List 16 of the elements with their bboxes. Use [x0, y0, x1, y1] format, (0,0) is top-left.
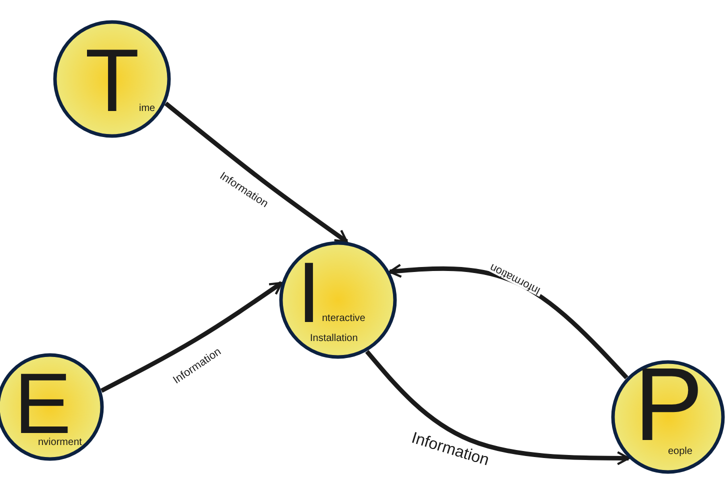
initial-letter: T [85, 48, 140, 114]
initial-letter: I [297, 262, 321, 326]
initial-letter: P [634, 367, 704, 444]
node-label: ime [139, 104, 156, 114]
letter-circle [611, 360, 725, 474]
curved-arrow [365, 350, 630, 466]
curved-arrow [100, 281, 283, 393]
letter-circle [53, 20, 171, 138]
initial-letter: E [14, 373, 72, 437]
curved-arrow [388, 264, 628, 380]
letter-circle [279, 241, 397, 359]
node-label: nteractive [322, 314, 366, 324]
node-label: Installation [310, 334, 358, 344]
curved-arrow [164, 102, 348, 244]
node-label: eople [668, 447, 692, 457]
node-label: nviorment [38, 438, 82, 448]
